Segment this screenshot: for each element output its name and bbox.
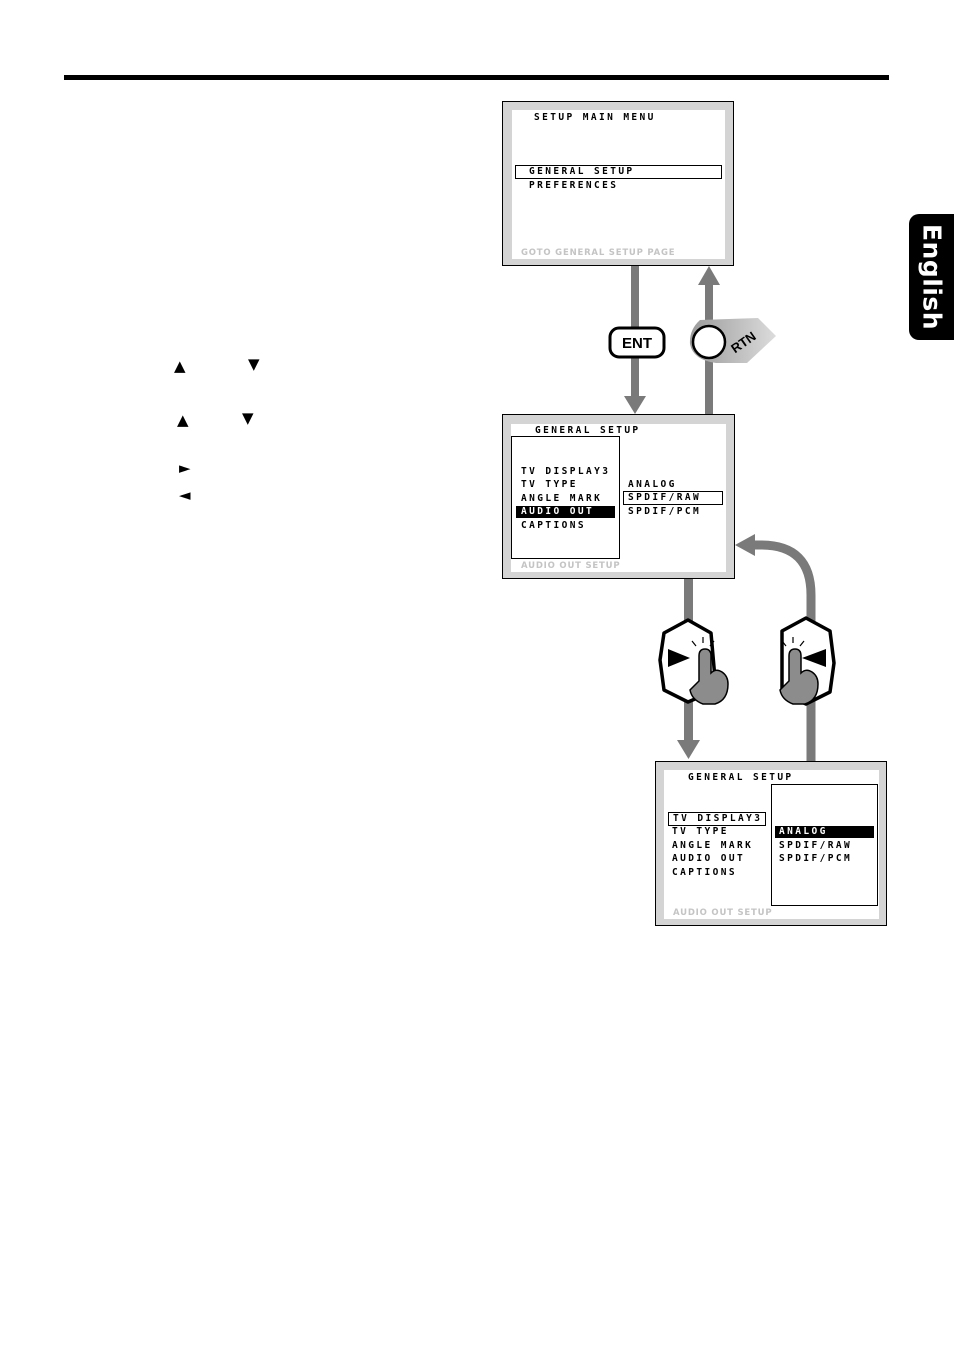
- screen-inner: SETUP MAIN MENU GENERAL SETUP PREFERENCE…: [512, 110, 725, 259]
- menu-list-frame: [511, 436, 620, 559]
- option-list-frame: [771, 784, 878, 906]
- menu-item-preferences[interactable]: PREFERENCES: [529, 180, 619, 191]
- language-tab: English: [909, 214, 954, 340]
- menu-item-angle-mark[interactable]: ANGLE MARK: [521, 493, 603, 504]
- right-arrow-icon: ►: [179, 459, 191, 477]
- menu-item-tv-type[interactable]: TV TYPE: [521, 479, 578, 490]
- option-spdif-raw[interactable]: SPDIF/RAW: [779, 840, 853, 851]
- enter-button-icon: ENT: [608, 326, 666, 359]
- general-setup-option-screen: GENERAL SETUP TV DISPLAY3 TV TYPE ANGLE …: [655, 761, 887, 926]
- left-key-return-arrow: [735, 534, 816, 762]
- down-arrow-icon: ▼: [248, 355, 260, 373]
- option-spdif-pcm[interactable]: SPDIF/PCM: [779, 853, 853, 864]
- menu-item-angle-mark[interactable]: ANGLE MARK: [672, 840, 754, 851]
- option-analog[interactable]: ANALOG: [628, 479, 677, 490]
- left-arrow-icon: ◄: [179, 486, 191, 504]
- down-arrow-icon: ▼: [242, 409, 254, 427]
- right-key-down-arrow: [677, 578, 700, 759]
- menu-item-captions[interactable]: CAPTIONS: [521, 520, 586, 531]
- return-button-label: RTN: [728, 329, 758, 357]
- screen-footer: AUDIO OUT SETUP: [673, 908, 773, 918]
- top-rule: [64, 75, 889, 80]
- menu-item-tv-display[interactable]: TV DISPLAY3: [521, 466, 611, 477]
- setup-main-menu-screen: SETUP MAIN MENU GENERAL SETUP PREFERENCE…: [502, 101, 734, 266]
- screen-title: SETUP MAIN MENU: [534, 112, 656, 123]
- option-spdif-pcm[interactable]: SPDIF/PCM: [628, 506, 702, 517]
- language-tab-label: English: [917, 223, 946, 331]
- enter-button-label: ENT: [622, 335, 652, 352]
- menu-item-general-setup[interactable]: GENERAL SETUP: [515, 165, 722, 179]
- screen-inner: GENERAL SETUP TV DISPLAY3 TV TYPE ANGLE …: [664, 770, 879, 919]
- rtn-up-arrow: [698, 266, 720, 414]
- option-analog[interactable]: ANALOG: [775, 826, 874, 838]
- left-key-press-icon: [779, 616, 836, 706]
- ent-down-arrow: [624, 266, 646, 414]
- menu-item-captions[interactable]: CAPTIONS: [672, 867, 737, 878]
- general-setup-screen: GENERAL SETUP TV DISPLAY3 TV TYPE ANGLE …: [502, 414, 735, 579]
- return-button-icon: RTN: [689, 318, 776, 363]
- screen-footer: AUDIO OUT SETUP: [521, 561, 621, 571]
- screen-title: GENERAL SETUP: [688, 772, 794, 783]
- screen-inner: GENERAL SETUP TV DISPLAY3 TV TYPE ANGLE …: [511, 424, 726, 572]
- menu-item-audio-out[interactable]: AUDIO OUT: [672, 853, 746, 864]
- screen-footer: GOTO GENERAL SETUP PAGE: [521, 248, 676, 258]
- menu-item-tv-display[interactable]: TV DISPLAY3: [668, 812, 766, 826]
- up-arrow-icon: ▲: [177, 411, 189, 429]
- up-arrow-icon: ▲: [174, 357, 186, 375]
- right-key-press-icon: [658, 618, 729, 705]
- option-spdif-raw[interactable]: SPDIF/RAW: [623, 491, 723, 505]
- menu-item-tv-type[interactable]: TV TYPE: [672, 826, 729, 837]
- menu-item-audio-out[interactable]: AUDIO OUT: [516, 506, 615, 518]
- screen-title: GENERAL SETUP: [535, 425, 641, 436]
